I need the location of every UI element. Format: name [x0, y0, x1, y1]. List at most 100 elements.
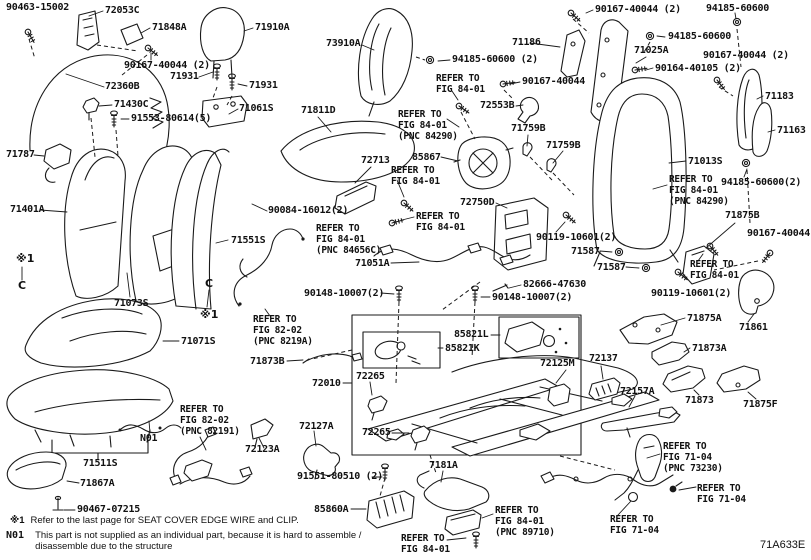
ref-note: REFER TO FIG 84-01 (PNC 89710) [495, 505, 555, 538]
hook-72553B-drawing [517, 96, 540, 124]
part-label-90167-40044: 90167-40044 [522, 76, 585, 87]
part-label-71759B: 71759B [546, 140, 581, 151]
part-label-90167-40044 (2): 90167-40044 (2) [595, 4, 681, 15]
ref-note: REFER TO FIG 71-04 (PNC 73230) [663, 441, 723, 474]
part-label-72010: 72010 [312, 378, 341, 389]
ring-icon [627, 491, 639, 503]
seat-track-drawing [367, 355, 660, 457]
part-label-71848A: 71848A [152, 22, 187, 33]
marker-※1: ※1 [200, 308, 219, 321]
footnote-2-code: N01 [6, 530, 25, 541]
part-label-71013S: 71013S [688, 156, 723, 167]
seat-wire-harness-drawing [169, 426, 253, 486]
ref-note: REFER TO FIG 84-01 [690, 259, 739, 281]
srs-coil-85867-drawing [453, 136, 514, 190]
part-label-90119-10601(2): 90119-10601(2) [536, 232, 617, 243]
part-label-85821K: 85821K [445, 343, 480, 354]
marker-※1: ※1 [16, 252, 35, 265]
part-label-71875B: 71875B [725, 210, 760, 221]
seat-back-cover-drawing [129, 145, 230, 310]
ref-note: REFER TO FIG 84-01 [436, 73, 485, 95]
ref-note: REFER TO FIG 84-01 [391, 165, 440, 187]
ecu-85860A-drawing [366, 490, 415, 529]
part-label-82666-47630: 82666-47630 [523, 279, 586, 290]
part-label-85821L: 85821L [454, 329, 489, 340]
part-label-71861: 71861 [739, 322, 768, 333]
clip-72265-drawings [367, 395, 431, 451]
bullet-71759B-icon [522, 142, 533, 157]
part-label-72265: 72265 [362, 427, 391, 438]
part-label-71873A: 71873A [692, 343, 727, 354]
ref-note: REFER TO FIG 84-01 (PNC 84656C) [316, 223, 382, 256]
seat-back-frame-drawing [592, 77, 687, 267]
part-label-72137: 72137 [589, 353, 618, 364]
part-label-71931: 71931 [170, 71, 199, 82]
part-label-94185-60600: 94185-60600 [668, 31, 731, 42]
ref-note: REFER TO FIG 82-02 (PNC 82191) [180, 404, 240, 437]
part-label-71401A: 71401A [10, 204, 45, 215]
part-label-71875F: 71875F [743, 399, 778, 410]
bracket-71875F-drawing [716, 365, 761, 393]
seat-cushion-pad-drawing [6, 369, 182, 460]
recliner-72750D-drawing [493, 197, 549, 271]
part-label-71551S: 71551S [231, 235, 266, 246]
part-label-72713: 72713 [361, 155, 390, 166]
ref-note: REFER TO FIG 84-01 (PNC 84290) [398, 109, 458, 142]
bracket-71186-drawing [560, 29, 586, 78]
part-label-90148-10007(2): 90148-10007(2) [492, 292, 573, 303]
motor-85821K-drawing [374, 340, 421, 365]
motor-85821L-drawing [504, 321, 568, 354]
harness-71051A-drawing [373, 242, 531, 266]
walk-in-lever-72157A-drawing [600, 406, 681, 438]
grommet-icon [669, 485, 677, 493]
part-label-72053C: 72053C [105, 5, 140, 16]
track-bracket-7181A-drawing [416, 470, 490, 536]
ref-note: REFER TO FIG 71-04 [697, 483, 746, 505]
bracket-71873-drawing [662, 365, 706, 393]
ref-note: REFER TO FIG 84-01 (PNC 84290) [669, 174, 729, 207]
belt-buckle-drawing [614, 433, 663, 501]
part-label-90467-07215: 90467-07215 [77, 504, 140, 515]
part-label-90164-40105 (2): 90164-40105 (2) [655, 63, 741, 74]
part-label-71430C: 71430C [114, 99, 149, 110]
part-label-71051A: 71051A [355, 258, 390, 269]
part-label-90148-10007(2): 90148-10007(2) [304, 288, 385, 299]
part-label-71587: 71587 [571, 246, 600, 257]
part-label-71787: 71787 [6, 149, 35, 160]
part-label-72157A: 72157A [620, 386, 655, 397]
part-label-94185-60600 (2): 94185-60600 (2) [452, 54, 538, 65]
bracket-71875B-drawing [682, 245, 715, 285]
part-label-71186: 71186 [512, 37, 541, 48]
part-label-73910A: 73910A [326, 38, 361, 49]
part-label-72265: 72265 [356, 371, 385, 382]
part-label-71587: 71587 [597, 262, 626, 273]
belt-wire-drawing [540, 471, 674, 487]
ref-note: REFER TO FIG 82-02 (PNC 8219A) [253, 314, 313, 347]
part-label-90119-10601(2): 90119-10601(2) [651, 288, 732, 299]
connector-71787-drawing [43, 143, 72, 183]
side-airbag-drawing [357, 8, 413, 117]
headrest-drawing [199, 7, 248, 128]
part-label-71511S: 71511S [83, 458, 118, 469]
bracket-72713-drawing [334, 181, 377, 215]
footnote-2: N01 This part is not supplied as an indi… [6, 530, 361, 552]
bracket-71875A-drawing [619, 313, 678, 345]
part-label-71071S: 71071S [181, 336, 216, 347]
clip-72123A-drawing [250, 418, 274, 448]
part-label-71875A: 71875A [687, 313, 722, 324]
leader-lines [21, 9, 776, 541]
part-label-85860A: 85860A [314, 504, 349, 515]
part-label-71163: 71163 [777, 125, 806, 136]
center-harness-drawing [233, 228, 305, 307]
part-label-94185-60600: 94185-60600 [706, 3, 769, 14]
part-label-94185-60600(2): 94185-60600(2) [721, 177, 802, 188]
part-label-71183: 71183 [765, 91, 794, 102]
bracket-71873A-drawing [651, 341, 690, 366]
footnote-2-line2: disassemble due to the structure [35, 540, 173, 552]
bracket-72125M-drawing [547, 383, 571, 407]
marker-C: C [205, 277, 214, 290]
part-label-71931: 71931 [249, 80, 278, 91]
part-label-72553B: 72553B [480, 100, 515, 111]
